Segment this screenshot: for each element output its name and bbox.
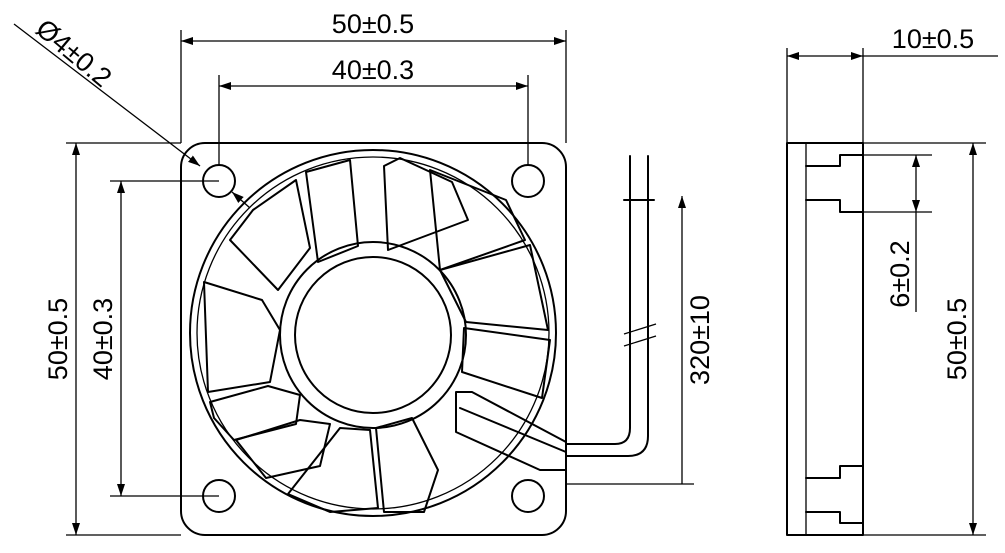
fan-frame-outline xyxy=(180,142,567,536)
fan-blade xyxy=(229,179,311,291)
label-front-height: 50±0.5 xyxy=(43,298,73,380)
label-lead-length: 320±10 xyxy=(685,295,715,385)
lead-wires xyxy=(565,155,657,457)
label-side-thickness: 10±0.5 xyxy=(892,24,974,54)
side-frame-outline xyxy=(786,142,864,536)
fan-hub-inner xyxy=(294,256,452,414)
fan-blade xyxy=(461,327,551,399)
label-hole-spacing-x: 40±0.3 xyxy=(332,55,414,85)
fan-blade xyxy=(375,417,439,513)
front-view xyxy=(180,142,657,536)
fan-blade xyxy=(287,427,379,513)
fan-blade xyxy=(203,281,281,393)
fan-blade xyxy=(235,419,331,479)
fan-blade xyxy=(209,385,301,441)
label-side-height: 50±0.5 xyxy=(942,298,972,380)
leader-hole-diameter xyxy=(13,23,201,167)
fan-blade xyxy=(305,159,359,263)
fan-blade xyxy=(383,157,469,251)
fan-blade xyxy=(439,244,549,331)
label-side-boss: 6±0.2 xyxy=(885,240,915,307)
side-boss-top xyxy=(805,154,864,213)
side-view xyxy=(786,142,864,536)
mounting-hole-bottom-right xyxy=(511,479,545,513)
side-dimensions: 10±0.5 6±0.2 50±0.5 xyxy=(786,24,998,536)
side-boss-bottom xyxy=(805,465,864,524)
wire-channel-edge xyxy=(459,407,567,453)
mounting-hole-top-right xyxy=(511,164,545,198)
fan-blades xyxy=(203,157,551,513)
label-hole-diameter: Ø4±0.2 xyxy=(30,13,117,93)
label-hole-spacing-y: 40±0.3 xyxy=(88,298,118,380)
fan-hub-outer xyxy=(279,241,467,429)
fan-venturi-ring xyxy=(189,149,557,517)
label-front-width: 50±0.5 xyxy=(332,9,414,39)
fan-blade xyxy=(429,169,526,271)
wire-channel-strut xyxy=(455,391,567,471)
